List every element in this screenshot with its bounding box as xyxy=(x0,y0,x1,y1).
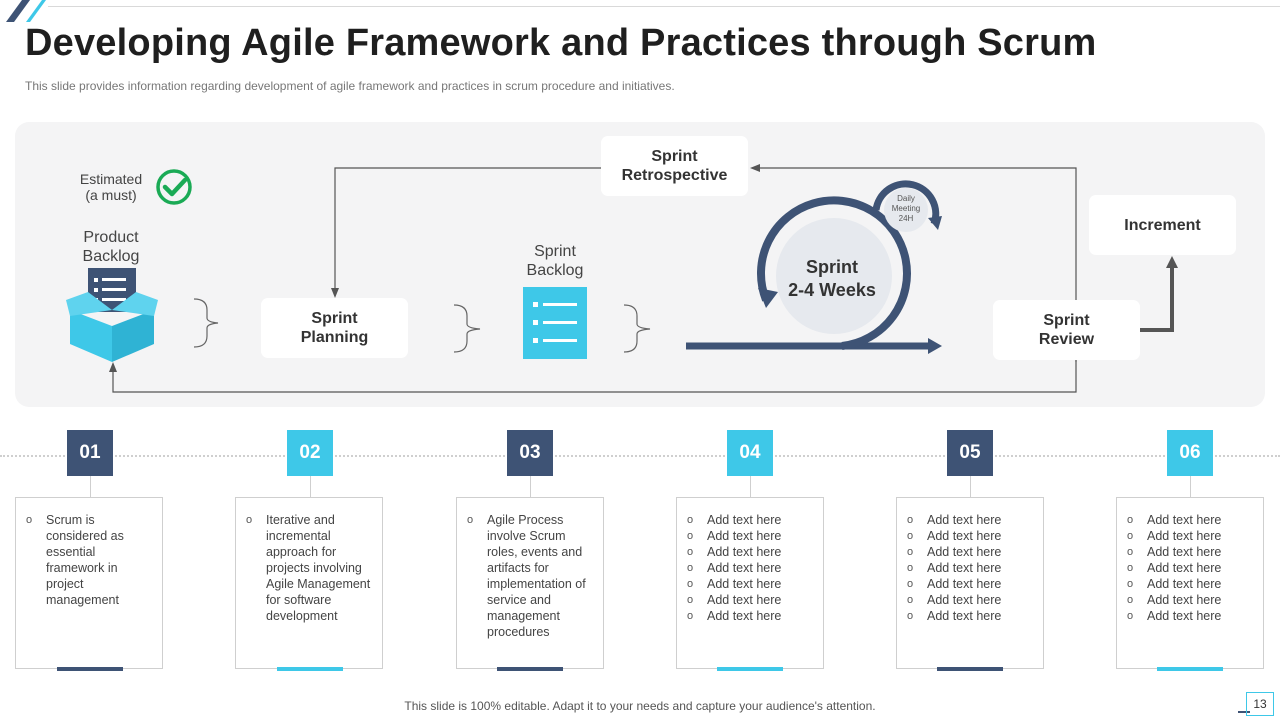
step-connector xyxy=(750,476,751,497)
list-item: Agile Process involve Scrum roles, event… xyxy=(467,512,593,640)
step-04-card: Add text here Add text here Add text her… xyxy=(676,497,824,669)
step-04-number: 04 xyxy=(727,430,773,476)
step-04-accent-bar xyxy=(717,667,783,671)
sprint-review-box: Sprint Review xyxy=(993,300,1140,360)
page-subtitle: This slide provides information regardin… xyxy=(25,79,675,93)
step-03-card: Agile Process involve Scrum roles, event… xyxy=(456,497,604,669)
step-01-number: 01 xyxy=(67,430,113,476)
bracket-3 xyxy=(623,304,651,353)
step-02-accent-bar xyxy=(277,667,343,671)
step-03-number: 03 xyxy=(507,430,553,476)
bracket-1 xyxy=(193,298,219,348)
page-number-accent xyxy=(1238,711,1250,713)
page-title: Developing Agile Framework and Practices… xyxy=(25,22,1097,64)
list-item: Add text here xyxy=(907,544,1033,560)
list-item: Add text here xyxy=(1127,608,1253,624)
list-item: Add text here xyxy=(1127,592,1253,608)
list-item: Add text here xyxy=(687,608,813,624)
step-05-accent-bar xyxy=(937,667,1003,671)
list-item: Add text here xyxy=(1127,528,1253,544)
sprint-duration-label: Sprint 2-4 Weeks xyxy=(788,257,876,300)
step-connector xyxy=(1190,476,1191,497)
list-item: Iterative and incremental approach for p… xyxy=(246,512,372,624)
list-item: Add text here xyxy=(687,512,813,528)
step-01-accent-bar xyxy=(57,667,123,671)
increment-box: Increment xyxy=(1089,195,1236,255)
product-backlog-label: Product Backlog xyxy=(82,229,140,265)
sprint-planning-box: Sprint Planning xyxy=(261,298,408,358)
step-05-number: 05 xyxy=(947,430,993,476)
list-item: Add text here xyxy=(907,528,1033,544)
list-item: Add text here xyxy=(907,608,1033,624)
list-item: Add text here xyxy=(1127,544,1253,560)
sprint-cycle-icon xyxy=(757,180,942,350)
step-05-card: Add text here Add text here Add text her… xyxy=(896,497,1044,669)
estimated-label: Estimated (a must) xyxy=(79,171,143,203)
step-connector xyxy=(310,476,311,497)
list-item: Add text here xyxy=(1127,576,1253,592)
list-item: Add text here xyxy=(907,560,1033,576)
daily-meeting-label: Daily Meeting 24H xyxy=(891,194,921,223)
sprint-retrospective-box: Sprint Retrospective xyxy=(601,136,748,196)
corner-decoration xyxy=(6,0,46,22)
check-circle-icon xyxy=(156,169,192,205)
step-02-card: Iterative and incremental approach for p… xyxy=(235,497,383,669)
step-03-accent-bar xyxy=(497,667,563,671)
list-item: Add text here xyxy=(687,528,813,544)
list-item: Add text here xyxy=(687,592,813,608)
arrow-head xyxy=(750,164,760,172)
top-rule xyxy=(48,6,1280,7)
list-item: Add text here xyxy=(907,576,1033,592)
list-item: Add text here xyxy=(907,512,1033,528)
step-06-number: 06 xyxy=(1167,430,1213,476)
step-01-card: Scrum is considered as essential framewo… xyxy=(15,497,163,669)
step-06-accent-bar xyxy=(1157,667,1223,671)
sprint-backlog-label: Sprint Backlog xyxy=(526,243,584,279)
bracket-2 xyxy=(453,304,481,353)
product-backlog-box-icon xyxy=(66,268,158,362)
step-06-card: Add text here Add text here Add text her… xyxy=(1116,497,1264,669)
page-number: 13 xyxy=(1246,692,1274,716)
list-item: Add text here xyxy=(1127,560,1253,576)
list-item: Add text here xyxy=(687,544,813,560)
list-item: Add text here xyxy=(687,576,813,592)
list-item: Add text here xyxy=(687,560,813,576)
diagram-connectors xyxy=(109,164,1178,393)
step-connector xyxy=(530,476,531,497)
timeline-dotted-line xyxy=(0,455,1280,457)
step-connector xyxy=(90,476,91,497)
step-connector xyxy=(970,476,971,497)
step-02-number: 02 xyxy=(287,430,333,476)
list-item: Add text here xyxy=(1127,512,1253,528)
footer-note: This slide is 100% editable. Adapt it to… xyxy=(404,699,876,713)
list-item: Add text here xyxy=(907,592,1033,608)
list-item: Scrum is considered as essential framewo… xyxy=(26,512,152,608)
sprint-backlog-list-icon xyxy=(523,287,587,359)
